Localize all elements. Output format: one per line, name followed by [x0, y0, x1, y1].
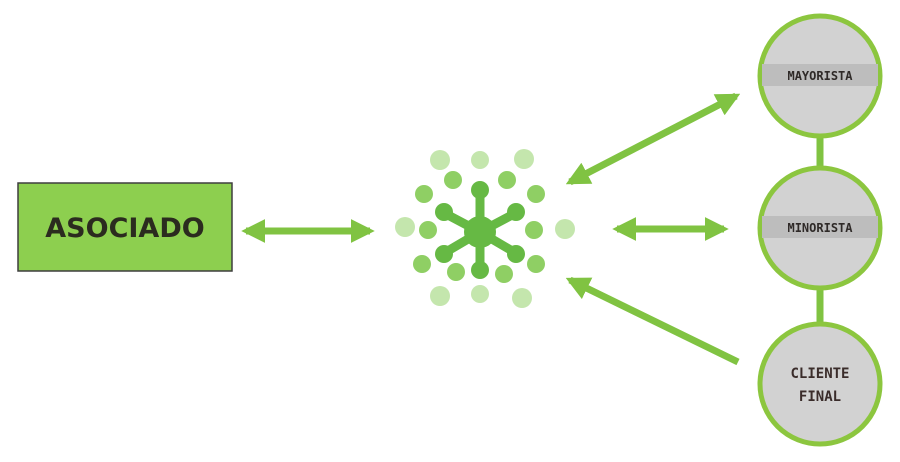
associate-box: ASOCIADO [17, 182, 233, 272]
node-mayorista-label: MAYORISTA [787, 69, 853, 83]
associate-label: ASOCIADO [45, 213, 204, 244]
network-hub-icon [395, 149, 575, 308]
node-cliente-final: CLIENTE FINAL [757, 321, 883, 447]
arrow-cliente-hub [565, 276, 740, 366]
node-minorista-label: MINORISTA [787, 221, 853, 235]
node-cliente-final-line1: CLIENTE [790, 366, 849, 382]
node-mayorista: MAYORISTA [757, 13, 883, 139]
node-minorista: MINORISTA [757, 165, 883, 291]
arrow-hub-mayorista [565, 92, 741, 186]
node-cliente-final-line2: FINAL [799, 389, 841, 405]
